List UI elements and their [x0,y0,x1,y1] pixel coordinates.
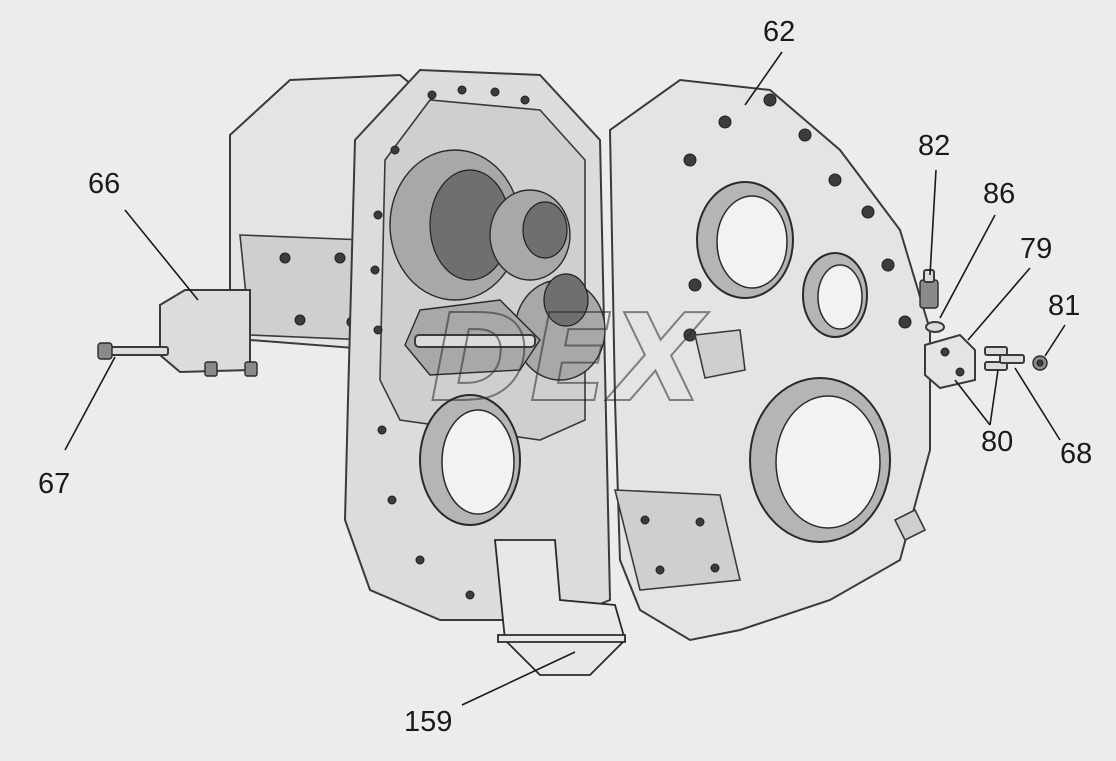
bolt-67 [97,342,169,360]
cover-bolt-holes [683,93,912,342]
sensor-82 [919,269,939,309]
leader-80b [989,369,999,426]
cylinder-part-66 [159,289,258,377]
callout-66: 66 [88,168,121,200]
leader-86 [939,214,996,319]
leader-159 [461,651,576,706]
callout-68: 68 [1060,438,1093,470]
callout-67: 67 [38,468,71,500]
bolts-80 [984,346,1008,371]
leader-82 [929,169,937,276]
pin-68 [999,354,1025,364]
leader-62 [744,51,783,106]
o-ring-86 [925,321,945,333]
callout-79: 79 [1020,233,1053,265]
band-strap-159 [494,539,627,676]
callout-80: 80 [981,426,1014,458]
callout-62: 62 [763,16,796,48]
callout-159: 159 [404,706,453,738]
leader-81 [1044,324,1066,357]
leader-79 [967,267,1031,341]
leader-68 [1014,367,1061,441]
callout-86: 86 [983,178,1016,210]
watermark: DEX [430,290,710,429]
leader-67 [64,356,116,451]
leader-80a [954,379,991,426]
callout-81: 81 [1048,290,1081,322]
nut-81 [1032,355,1048,371]
callout-82: 82 [918,130,951,162]
valve-block-79 [924,333,976,390]
gear-assembly [389,149,606,381]
front-cover-62 [608,78,931,642]
leader-66 [124,209,199,301]
leader-lines [64,51,1066,706]
